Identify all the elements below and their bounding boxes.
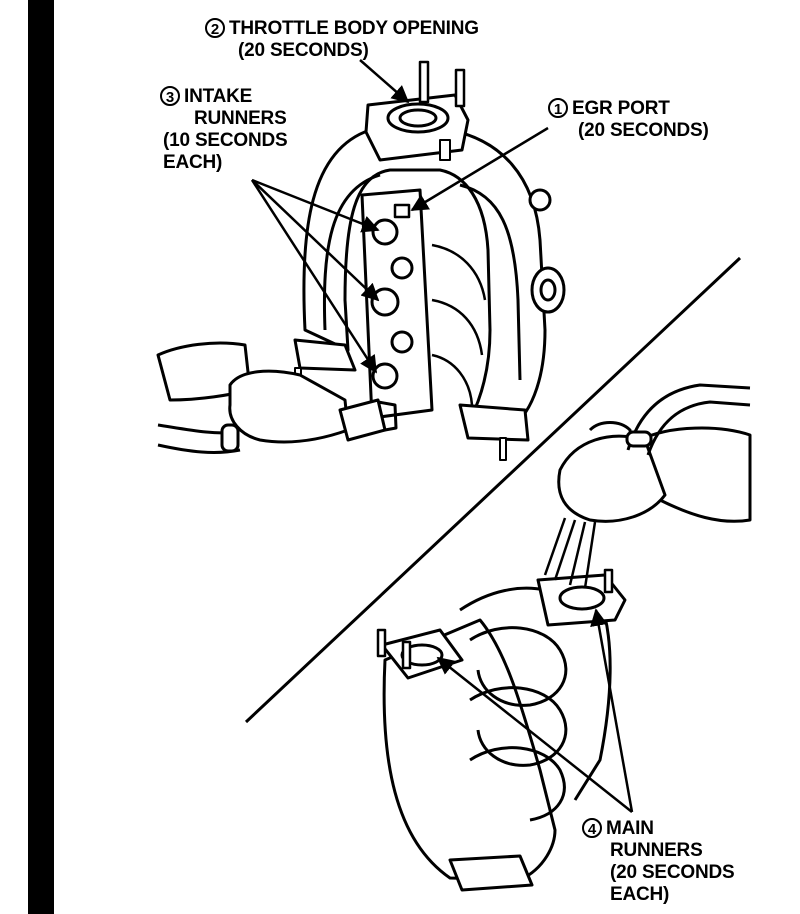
main-runners-time: (20 SECONDS <box>610 862 735 883</box>
upper-hand-with-brush <box>156 341 398 454</box>
leader-lines <box>250 59 634 813</box>
callout-number-3: 3 <box>160 86 180 106</box>
throttle-body-time: (20 SECONDS) <box>238 40 369 61</box>
callout-number-4: 4 <box>582 818 602 838</box>
egr-port-time: (20 SECONDS) <box>578 120 709 141</box>
page-edge-bar <box>28 0 54 914</box>
main-runners-label: RUNNERS <box>610 840 703 861</box>
callout-number-1: 1 <box>548 98 568 118</box>
throttle-body-label: THROTTLE BODY OPENING <box>229 18 479 39</box>
egr-port-label: EGR PORT <box>572 98 670 119</box>
lower-hand-with-brush <box>543 383 752 589</box>
main-runners-each: EACH) <box>610 884 670 905</box>
intake-label: INTAKE <box>184 86 253 107</box>
lower-intake-manifold <box>376 568 627 892</box>
intake-runners-time: (10 SECONDS <box>163 130 288 151</box>
main-label: MAIN <box>606 818 654 839</box>
intake-runners-each: EACH) <box>163 152 223 173</box>
intake-runners-label: RUNNERS <box>194 108 287 129</box>
divider-line <box>244 256 742 724</box>
callout-number-2: 2 <box>205 18 225 38</box>
